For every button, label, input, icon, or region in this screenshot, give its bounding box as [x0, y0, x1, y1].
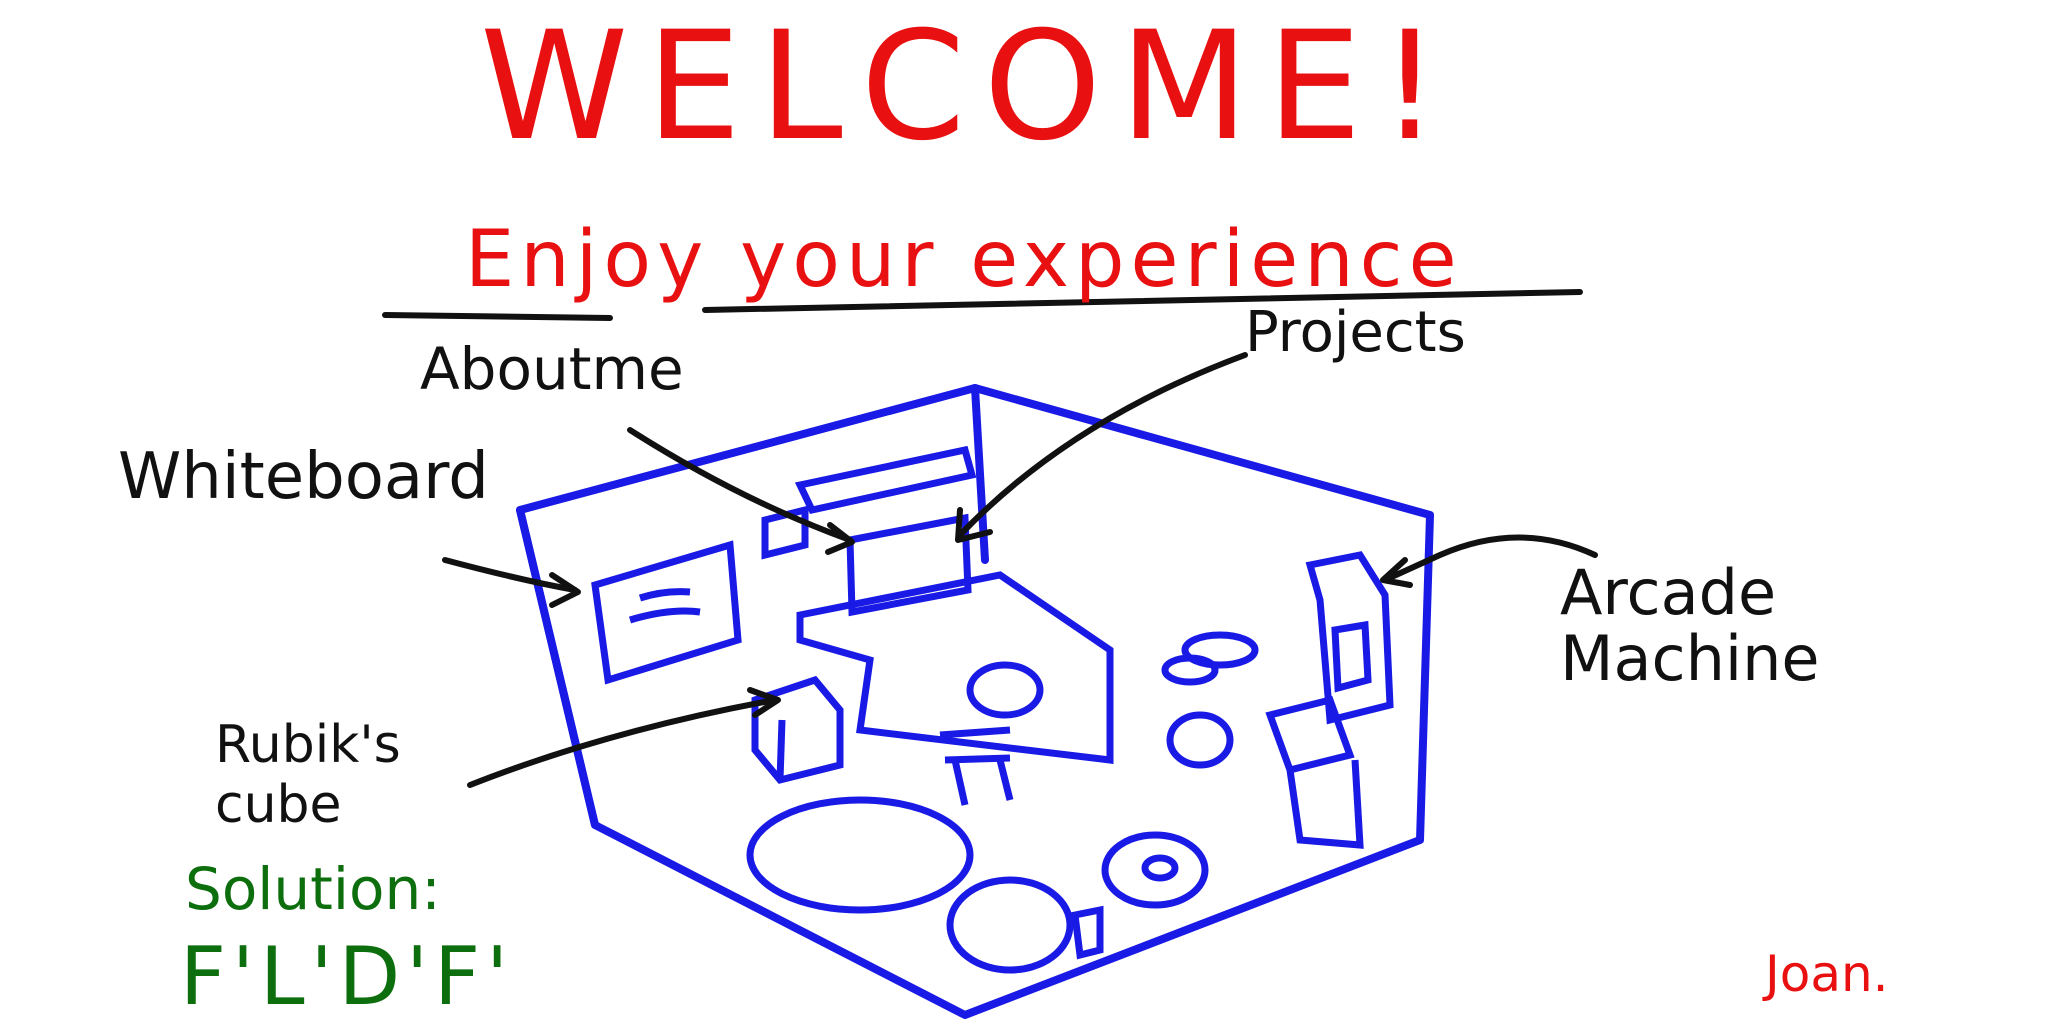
- solution-label: Solution:: [185, 855, 441, 923]
- page-title: WELCOME!: [480, 0, 1458, 174]
- chair-object[interactable]: [939, 661, 1044, 806]
- projects-link[interactable]: Projects: [1245, 300, 1466, 365]
- whiteboard-link[interactable]: Whiteboard: [118, 440, 489, 514]
- rubiks-cube-object[interactable]: [751, 675, 844, 784]
- rubiks-cube-link[interactable]: Rubik's cube: [215, 715, 401, 835]
- arcade-machine-link[interactable]: Arcade Machine: [1560, 556, 1820, 695]
- subtitle-underline: [382, 289, 1583, 321]
- label-arrows: [442, 352, 1598, 788]
- page-subtitle: Enjoy your experience: [465, 215, 1463, 305]
- signature: Joan.: [1765, 945, 1889, 1003]
- solution-moves: F'L'D'F': [180, 930, 515, 1023]
- arcade-machine-object[interactable]: [1265, 551, 1394, 849]
- desk-object[interactable]: [761, 445, 1114, 764]
- about-me-link[interactable]: Aboutme: [420, 335, 684, 403]
- whiteboard-object[interactable]: [591, 540, 742, 685]
- plant-object[interactable]: [1161, 631, 1259, 769]
- rug-objects: [746, 796, 1209, 974]
